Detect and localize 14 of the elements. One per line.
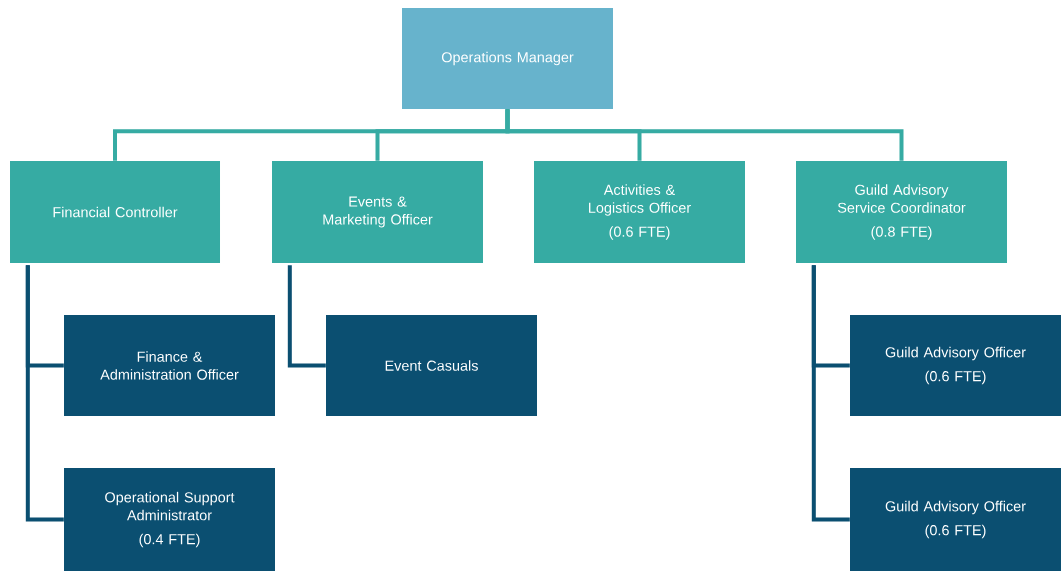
role-box: Guild Advisory Service Coordinator (0.8 FTE) xyxy=(796,161,1007,263)
role-box: Activities & Logistics Officer (0.6 FTE) xyxy=(534,161,745,263)
manager-box: Operations Manager xyxy=(402,8,613,109)
connector-line xyxy=(811,265,850,522)
role-box: Financial Controller xyxy=(10,161,220,263)
connector-line xyxy=(287,265,326,368)
connector-line xyxy=(25,265,64,522)
staff-box: Operational Support Administrator (0.4 FTE) xyxy=(64,468,275,571)
staff-box: Finance & Administration Officer xyxy=(64,315,275,416)
staff-box: Event Casuals xyxy=(326,315,537,416)
staff-box: Guild Advisory Officer (0.6 FTE) xyxy=(850,468,1061,571)
connector-line xyxy=(505,109,904,161)
role-box: Events & Marketing Officer xyxy=(272,161,483,263)
staff-box: Guild Advisory Officer (0.6 FTE) xyxy=(850,315,1061,416)
